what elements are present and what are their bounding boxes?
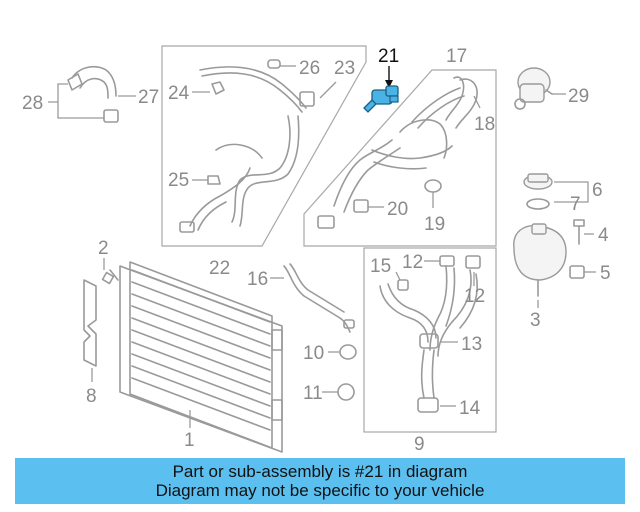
group-9-box [363, 247, 497, 433]
callout-27: 27 [138, 87, 159, 108]
part-29-pump [514, 67, 553, 110]
part-9-hoses [379, 255, 481, 413]
callout-12b: 12 [464, 286, 485, 307]
callout-5: 5 [600, 263, 611, 284]
part-21-valve [363, 66, 399, 113]
callout-21: 21 [378, 46, 399, 67]
callout-29: 29 [568, 86, 589, 107]
callout-10: 10 [303, 343, 324, 364]
part-8-bracket [83, 279, 97, 367]
callout-26: 26 [299, 58, 320, 79]
part-4-bolt [573, 219, 585, 245]
callout-25: 25 [168, 170, 189, 191]
callout-20: 20 [387, 199, 408, 220]
callout-22: 22 [209, 258, 230, 279]
callout-8: 8 [86, 386, 97, 407]
part-2-bolt [101, 269, 119, 285]
part-17-hoses [317, 76, 478, 229]
callout-15: 15 [370, 256, 391, 277]
callout-24: 24 [168, 83, 190, 104]
banner-line-1: Part or sub-assembly is #21 in diagram [172, 462, 468, 481]
callout-18: 18 [474, 114, 495, 135]
part-5-mount [569, 265, 585, 279]
callout-7: 7 [570, 194, 581, 215]
callout-13: 13 [461, 334, 482, 355]
callout-28: 28 [22, 93, 43, 114]
callout-9: 9 [414, 434, 425, 455]
callout-23: 23 [334, 58, 355, 79]
part-3-reservoir [513, 223, 567, 297]
callout-6: 6 [592, 180, 603, 201]
group-17-box [303, 69, 497, 247]
part-6-cap [523, 173, 553, 190]
callout-4: 4 [598, 225, 609, 246]
part-11-ring [337, 383, 355, 401]
banner-line-2: Diagram may not be specific to your vehi… [155, 481, 485, 500]
callout-16: 16 [247, 269, 268, 290]
part-22-hoses [179, 59, 315, 233]
part-7-seal [526, 198, 550, 210]
callout-17: 17 [446, 46, 467, 67]
part-10-ring [339, 344, 357, 360]
part-27-hose [48, 65, 136, 123]
part-16-pipe [283, 263, 355, 333]
callout-11: 11 [303, 383, 323, 404]
part-1-radiator [119, 261, 283, 453]
callout-14: 14 [459, 398, 481, 419]
callout-3: 3 [530, 310, 541, 331]
callout-1: 1 [184, 430, 195, 451]
callout-12a: 12 [402, 252, 423, 273]
group-22-box [161, 45, 367, 247]
callout-2: 2 [98, 238, 109, 259]
callout-19: 19 [424, 214, 445, 235]
info-banner: Part or sub-assembly is #21 in diagram D… [15, 458, 625, 504]
